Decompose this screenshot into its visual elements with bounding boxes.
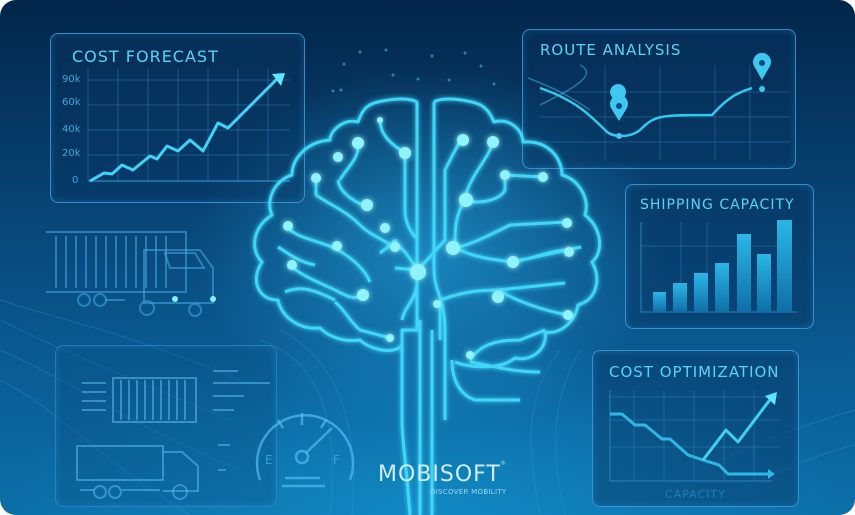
delivery-truck-icon xyxy=(76,444,230,500)
map-pin-icon xyxy=(609,84,629,139)
cost-optimization-title: COST OPTIMIZATION xyxy=(609,363,780,381)
capacity-axis-label: CAPACITY xyxy=(665,488,726,501)
y-tick: 40k xyxy=(62,124,81,135)
y-tick: 20k xyxy=(62,148,81,159)
route-analysis-title: ROUTE ANALYSIS xyxy=(540,41,682,59)
y-tick: 0 xyxy=(72,175,79,186)
shipping-capacity-title: SHIPPING CAPACITY xyxy=(640,197,795,213)
gauge-empty-label: E xyxy=(265,453,273,467)
map-pin-icon xyxy=(753,52,771,92)
y-tick: 90k xyxy=(62,74,81,85)
container-icon xyxy=(82,370,270,423)
y-tick: 60k xyxy=(62,97,81,108)
fuel-gauge-icon xyxy=(255,413,355,488)
brand-logo: MOBISOFT xyxy=(378,462,501,487)
cost-forecast-panel xyxy=(50,33,305,203)
registered-mark: ® xyxy=(500,460,506,467)
gauge-full-label: F xyxy=(333,453,340,467)
brand-tagline: DISCOVER MOBILITY xyxy=(430,488,507,496)
cost-forecast-title: COST FORECAST xyxy=(72,47,219,66)
